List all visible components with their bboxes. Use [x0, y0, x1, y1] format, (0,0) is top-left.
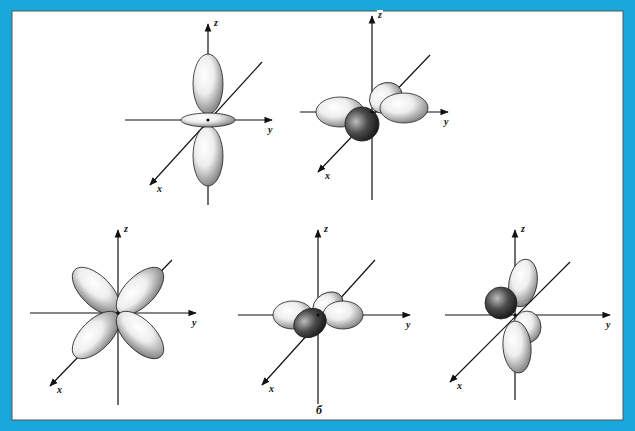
- orbital-lobe: [64, 259, 128, 323]
- orbital-plot: [30, 230, 196, 405]
- axis-label: x: [56, 385, 63, 395]
- orbital-lobe: [193, 126, 223, 186]
- orbital-lobe: [108, 303, 172, 367]
- axis-label: y: [405, 320, 411, 330]
- axis-label: y: [605, 320, 611, 330]
- figure-letter: б: [315, 404, 323, 416]
- orbital-lobe: [380, 93, 428, 123]
- orbital-lobe: [288, 302, 331, 343]
- axis-line: [50, 260, 172, 386]
- origin-dot: [116, 311, 119, 314]
- orbital-plot: [445, 230, 610, 400]
- orbital-plot: [238, 230, 410, 405]
- axis-label: y: [191, 318, 197, 328]
- origin-dot: [370, 110, 373, 113]
- white-panel: [12, 11, 623, 420]
- origin-dot: [206, 118, 209, 121]
- axis-label: y: [443, 117, 449, 127]
- axis-label: x: [156, 184, 163, 194]
- origin-dot: [513, 313, 516, 316]
- orbital-lobe: [108, 259, 172, 323]
- orbital-lobe: [193, 54, 223, 114]
- axis-label: x: [456, 381, 463, 391]
- orbital-plot: [300, 16, 448, 200]
- axis-label: z: [323, 224, 329, 234]
- orbital-lobe: [181, 113, 235, 127]
- axis-label: x: [324, 171, 331, 181]
- axis-label: z: [520, 224, 526, 234]
- axis-line: [262, 260, 375, 385]
- origin-dot: [316, 313, 319, 316]
- axis-label: z: [213, 18, 219, 28]
- axis-label: z: [377, 10, 383, 20]
- axis-label: x: [268, 384, 275, 394]
- orbital-lobe: [323, 301, 363, 329]
- axis-label: y: [267, 125, 273, 135]
- orbital-lobe: [64, 303, 128, 367]
- axis-label: z: [123, 224, 129, 234]
- orbital-lobe: [339, 101, 385, 147]
- orbital-plot: [125, 24, 272, 205]
- orbital-lobe: [501, 320, 533, 374]
- orbital-lobe: [485, 287, 517, 319]
